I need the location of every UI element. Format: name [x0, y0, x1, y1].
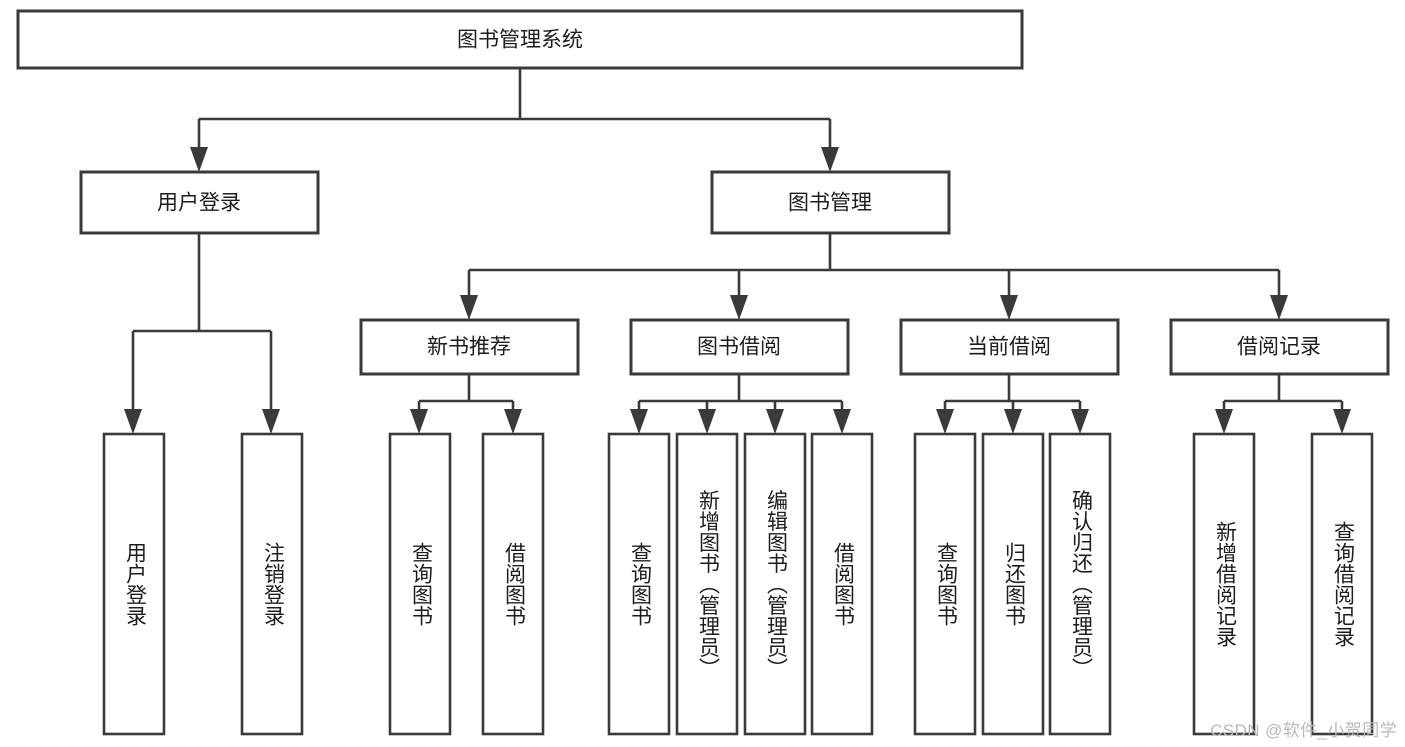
leaf-user-login-signin[interactable]: 用户登录: [102, 432, 166, 736]
leaf-current-return-box[interactable]: [981, 432, 1045, 736]
leaf-borrow-lend-box[interactable]: [810, 432, 874, 736]
leaf-borrow-add-label: 新增图书（管理员）: [696, 490, 720, 679]
leaf-current-confirm-return[interactable]: 确认归还（管理员）: [1048, 432, 1112, 736]
leaf-current-query-box[interactable]: [913, 432, 977, 736]
arrow-current-c3: [1071, 409, 1089, 434]
leaf-record-add-box[interactable]: [1192, 432, 1256, 736]
leaf-borrow-query-label: 查询图书: [628, 542, 652, 626]
leaf-current-query[interactable]: 查询图书: [913, 432, 977, 736]
arrow-new-book-c2: [504, 409, 522, 434]
leaf-user-login-signout-label: 注销登录: [261, 542, 285, 626]
leaf-borrow-edit[interactable]: 编辑图书（管理员）: [743, 432, 807, 736]
connector-group: [124, 68, 1351, 434]
node-book-borrow-label: 图书借阅: [697, 336, 781, 359]
node-new-book-recommend[interactable]: 新书推荐: [359, 318, 580, 376]
node-user-login-label: 用户登录: [157, 192, 241, 215]
leaf-current-confirm-return-box[interactable]: [1048, 432, 1112, 736]
node-book-management[interactable]: 图书管理: [710, 170, 951, 235]
arrow-to-user-login: [190, 147, 208, 172]
leaf-record-query[interactable]: 查询借阅记录: [1310, 432, 1374, 736]
arrow-borrow-c2: [698, 409, 716, 434]
arrow-to-record: [1270, 295, 1288, 320]
leaf-user-login-signout-box[interactable]: [240, 432, 304, 736]
leaf-new-book-query-box[interactable]: [388, 432, 452, 736]
arrow-to-book-mgmt: [821, 147, 839, 172]
leaf-borrow-lend-label: 借阅图书: [831, 542, 855, 626]
leaf-borrow-add[interactable]: 新增图书（管理员）: [675, 432, 739, 736]
arrow-user-login-right: [262, 409, 280, 434]
node-current-borrow-box[interactable]: [899, 318, 1120, 376]
leaf-borrow-edit-label: 编辑图书（管理员）: [764, 490, 788, 679]
node-root-box[interactable]: [16, 9, 1024, 70]
node-book-management-box[interactable]: [710, 170, 951, 235]
arrow-to-borrow: [730, 295, 748, 320]
leaf-borrow-query[interactable]: 查询图书: [607, 432, 671, 736]
leaf-new-book-borrow[interactable]: 借阅图书: [481, 432, 545, 736]
leaf-user-login-signin-box[interactable]: [102, 432, 166, 736]
node-root-label: 图书管理系统: [457, 29, 583, 52]
leaf-borrow-add-box[interactable]: [675, 432, 739, 736]
arrow-new-book-c1: [410, 409, 428, 434]
leaf-borrow-query-box[interactable]: [607, 432, 671, 736]
csdn-watermark: CSDN @软件_小贺同学: [1210, 721, 1397, 740]
node-borrow-record-box[interactable]: [1169, 318, 1390, 376]
leaf-user-login-signout[interactable]: 注销登录: [240, 432, 304, 736]
node-borrow-record-label: 借阅记录: [1237, 336, 1321, 359]
node-user-login[interactable]: 用户登录: [79, 170, 320, 235]
node-new-book-recommend-label: 新书推荐: [427, 336, 511, 359]
arrow-current-c1: [936, 409, 954, 434]
leaf-current-return[interactable]: 归还图书: [981, 432, 1045, 736]
leaf-current-confirm-return-label: 确认归还（管理员）: [1069, 490, 1093, 679]
arrow-to-new-book: [460, 295, 478, 320]
leaf-new-book-borrow-box[interactable]: [481, 432, 545, 736]
arrow-to-current: [1000, 295, 1018, 320]
arrow-current-c2: [1004, 409, 1022, 434]
arrow-record-c1: [1215, 409, 1233, 434]
leaf-new-book-query[interactable]: 查询图书: [388, 432, 452, 736]
node-user-login-box[interactable]: [79, 170, 320, 235]
leaf-current-return-label: 归还图书: [1002, 542, 1026, 626]
node-new-book-recommend-box[interactable]: [359, 318, 580, 376]
leaf-user-login-signin-label: 用户登录: [123, 542, 147, 626]
leaf-borrow-edit-box[interactable]: [743, 432, 807, 736]
node-book-borrow-box[interactable]: [629, 318, 850, 376]
node-current-borrow-label: 当前借阅: [967, 336, 1051, 359]
arrow-record-c2: [1333, 409, 1351, 434]
arrow-borrow-c3: [766, 409, 784, 434]
leaf-current-query-label: 查询图书: [934, 542, 958, 626]
node-root[interactable]: 图书管理系统: [16, 9, 1024, 70]
node-book-borrow[interactable]: 图书借阅: [629, 318, 850, 376]
leaf-borrow-lend[interactable]: 借阅图书: [810, 432, 874, 736]
arrow-borrow-c1: [630, 409, 648, 434]
leaf-new-book-borrow-label: 借阅图书: [502, 542, 526, 626]
leaf-record-query-label: 查询借阅记录: [1331, 521, 1355, 647]
leaf-record-add[interactable]: 新增借阅记录: [1192, 432, 1256, 736]
leaf-record-add-label: 新增借阅记录: [1213, 521, 1237, 647]
node-book-management-label: 图书管理: [788, 192, 872, 215]
node-borrow-record[interactable]: 借阅记录: [1169, 318, 1390, 376]
arrow-borrow-c4: [833, 409, 851, 434]
leaf-new-book-query-label: 查询图书: [409, 542, 433, 626]
leaf-record-query-box[interactable]: [1310, 432, 1374, 736]
node-current-borrow[interactable]: 当前借阅: [899, 318, 1120, 376]
arrow-user-login-left: [124, 409, 142, 434]
